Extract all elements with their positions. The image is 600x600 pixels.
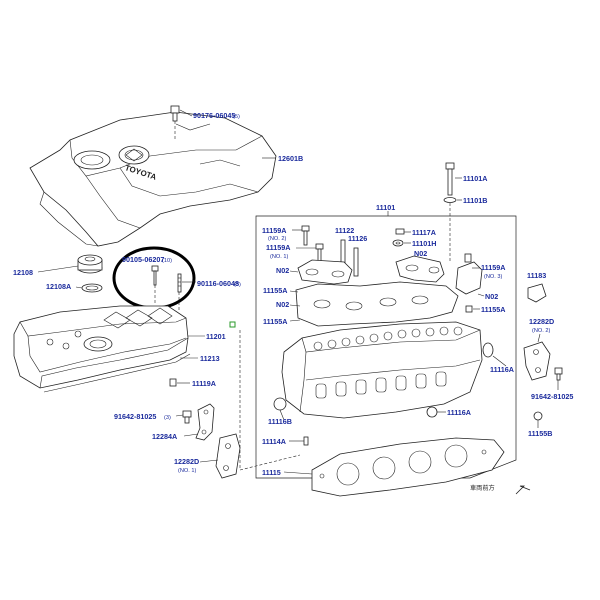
camshaft-housing[interactable] (295, 281, 459, 327)
cam-cap-no1[interactable] (297, 259, 353, 285)
callout-11101: 11101 (376, 203, 395, 212)
callout-11119A: 11119A (192, 379, 216, 388)
callout-11122: 11122 (335, 226, 354, 235)
bolt-91642-left[interactable] (182, 410, 192, 424)
callout-11115: 11115 (262, 468, 281, 477)
callout-N02-c: N02 (276, 300, 289, 309)
bolt-11159A-no2[interactable] (301, 225, 310, 246)
callout-11116A-right: 11116A (490, 365, 514, 374)
callout-12282D-right-no: (NO. 2) (532, 328, 550, 334)
callout-N02-b: N02 (414, 249, 427, 258)
filler-cap-gasket[interactable] (81, 283, 103, 293)
callout-11114A: 11114A (262, 437, 286, 446)
bolt-11117A[interactable] (395, 228, 405, 235)
engine-hanger-no2[interactable] (523, 341, 551, 381)
bracket-12284A[interactable] (195, 403, 215, 441)
pin-11114A[interactable] (303, 436, 309, 446)
stud-90116[interactable] (177, 273, 182, 293)
callout-90176: 90176-06045 (193, 111, 235, 120)
dowel-11126[interactable] (353, 247, 359, 277)
callout-11159A-mid: 11159A (266, 243, 290, 252)
cylinder-head-cover[interactable] (13, 305, 189, 389)
callout-90116-qty: (3) (234, 282, 241, 288)
callout-90116: 90116-06048 (197, 279, 239, 288)
callout-N02-d: N02 (485, 292, 498, 301)
head-gasket[interactable] (311, 437, 505, 497)
port-row (315, 371, 447, 399)
bolt-90176[interactable] (170, 105, 180, 140)
direction-arrow-icon (515, 485, 531, 495)
callout-12282D-left-no: (NO. 1) (178, 468, 196, 474)
callout-11126: 11126 (348, 234, 367, 243)
head-cover-gasket[interactable] (43, 353, 191, 393)
callout-11201: 11201 (206, 332, 226, 341)
engine-hanger-no1[interactable] (215, 433, 241, 479)
callout-11159A-mid-no: (NO. 1) (270, 254, 288, 260)
callout-90105: 90105-06207 (122, 255, 164, 264)
green-marker (229, 321, 236, 328)
cap-11183[interactable] (527, 283, 547, 303)
oil-filler-cap[interactable] (77, 254, 103, 274)
bolt-91642-right[interactable] (554, 367, 563, 381)
plug-11116A-middle[interactable] (426, 406, 438, 418)
pin-11155A-right[interactable] (465, 305, 473, 313)
callout-91642-left: 91642-81025 (114, 412, 156, 421)
callout-11155A-b: 11155A (263, 317, 287, 326)
callout-11183: 11183 (527, 271, 546, 280)
callout-11155B: 11155B (528, 429, 552, 438)
callout-12282D-left: 12282D (174, 457, 199, 466)
plug-11116A-right[interactable] (482, 342, 494, 358)
callout-12108: 12108 (13, 268, 33, 277)
plug-11119A[interactable] (169, 378, 177, 387)
callout-11159A-top: 11159A (262, 226, 286, 235)
callout-12282D-right: 12282D (529, 317, 554, 326)
callout-11213: 11213 (200, 354, 220, 363)
plug-11116B[interactable] (273, 397, 287, 411)
callout-11159A-top-no: (NO. 2) (268, 236, 286, 242)
callout-11117A: 11117A (412, 228, 436, 237)
washer-11101B[interactable] (443, 197, 457, 203)
cam-cap-no3[interactable] (455, 253, 483, 295)
bolt-90105[interactable] (151, 265, 159, 286)
callout-11155A-a: 11155A (263, 286, 287, 295)
callout-90176-qty: (5) (233, 114, 240, 120)
callout-N02-a: N02 (276, 266, 289, 275)
callout-11116A-middle: 11116A (447, 408, 471, 417)
callout-91642-left-qty: (3) (164, 415, 171, 421)
washer-11155B[interactable] (533, 411, 543, 421)
callout-11101H: 11101H (412, 239, 436, 248)
cam-cap-no2[interactable] (395, 255, 445, 283)
callout-90105-qty: (10) (162, 258, 172, 264)
ring-11101H[interactable] (392, 239, 404, 247)
callout-11116B: 11116B (268, 417, 292, 426)
head-bolt-11101A[interactable] (445, 162, 455, 196)
valve-row (313, 326, 463, 351)
callout-11101B: 11101B (463, 196, 487, 205)
callout-11159A-right: 11159A (481, 263, 505, 272)
callout-12108A: 12108A (46, 282, 71, 291)
callout-12601B: 12601B (278, 154, 303, 163)
callout-11155A-c: 11155A (481, 305, 505, 314)
cylinder-head[interactable] (281, 321, 483, 419)
callout-11101A: 11101A (463, 174, 487, 183)
callout-91642-right: 91642-81025 (531, 392, 573, 401)
callout-11159A-right-no: (NO. 3) (484, 274, 502, 280)
engine-cover[interactable]: TOYOTA (29, 111, 277, 247)
callout-12284A: 12284A (152, 432, 177, 441)
direction-note: 車両前方 (470, 484, 495, 492)
